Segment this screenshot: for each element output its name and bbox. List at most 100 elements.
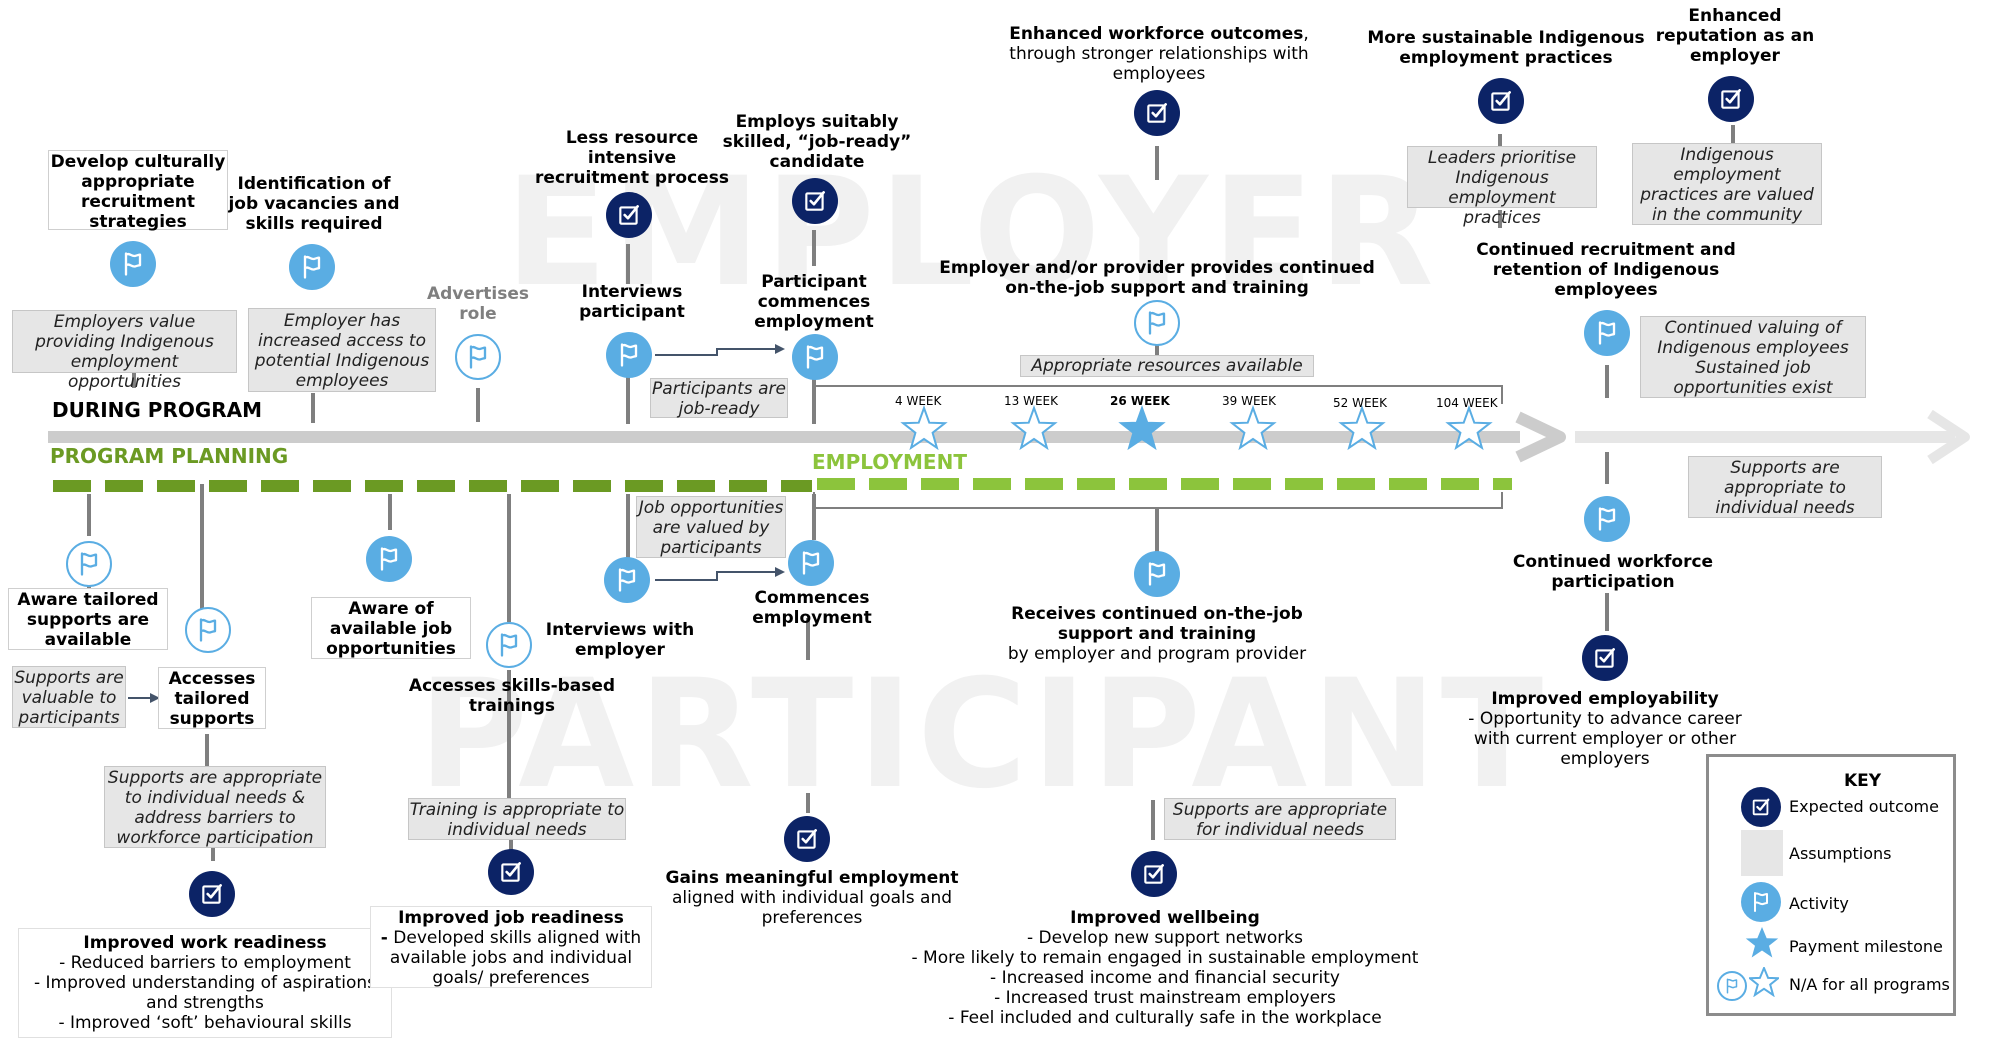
assumption-supports-valuable: Supports are valuable to participants	[12, 666, 126, 728]
assumption-supports-address: Supports are appropriate to individual n…	[104, 766, 326, 848]
week-label: 26 WEEK	[1110, 394, 1170, 408]
wellbeing-title: Improved wellbeing	[1070, 908, 1260, 928]
activity-flag-icon	[1584, 496, 1630, 542]
commences-label: Commences employment	[752, 588, 872, 628]
key-payment-milestone: Payment milestone	[1789, 937, 1943, 956]
receives-support-rest: by employer and program provider	[1007, 644, 1307, 664]
week-label: 4 WEEK	[895, 394, 942, 408]
key-na-star-icon	[1749, 967, 1779, 997]
less-resource-label: Less resource intensive recruitment proc…	[535, 128, 729, 188]
na-flag-icon	[455, 334, 501, 380]
work-readiness-item: - Reduced barriers to employment	[59, 953, 351, 973]
work-readiness-title: Improved work readiness	[83, 933, 327, 953]
meaningful-text: aligned with individual goals and prefer…	[671, 888, 953, 928]
continued-support-label: Employer and/or provider provides contin…	[939, 258, 1375, 298]
payment-milestone-star-icon	[1118, 405, 1166, 451]
wellbeing-item: - Increased trust mainstream employers	[994, 988, 1336, 1008]
interviews-employer-label: Interviews with employer	[545, 620, 695, 660]
assumption-opportunities-valued: Job opportunities are valued by particip…	[636, 496, 786, 558]
employs-skilled-label: Employs suitably skilled, “job-ready” ca…	[722, 112, 912, 172]
assumption-leaders-prioritise: Leaders prioritise Indigenous employment…	[1407, 146, 1597, 228]
enhanced-outcomes-rest: , through stronger relationships with em…	[1009, 24, 1309, 84]
outcome-check-icon	[606, 192, 652, 238]
assumption-resources-available: Appropriate resources available	[1020, 355, 1314, 377]
key-activity: Activity	[1789, 894, 1849, 913]
na-flag-icon	[1717, 971, 1747, 1001]
employability-label: Improved employability - Opportunity to …	[1464, 689, 1746, 769]
during-program-label: DURING PROGRAM	[52, 398, 263, 422]
activity-flag-icon	[604, 557, 650, 603]
na-star-icon	[1010, 405, 1058, 451]
week-label: 52 WEEK	[1333, 396, 1387, 410]
assumption-employers-value: Employers value providing Indigenous emp…	[12, 310, 237, 392]
week-label: 13 WEEK	[1004, 394, 1058, 408]
outcome-check-icon	[488, 849, 534, 895]
enhanced-reputation-label: Enhanced reputation as an employer	[1655, 6, 1815, 66]
outcome-check-icon	[1134, 90, 1180, 136]
aware-tailored-label: Aware tailored supports are available	[8, 588, 168, 650]
wellbeing-item: - Increased income and financial securit…	[990, 968, 1340, 988]
assumption-training-appropriate: Training is appropriate to individual ne…	[408, 798, 626, 840]
outcome-check-icon	[1478, 78, 1524, 124]
wellbeing-item: - Feel included and culturally safe in t…	[948, 1008, 1382, 1028]
na-star-icon	[1229, 405, 1277, 451]
activity-flag-icon	[1134, 551, 1180, 597]
assumption-practices-valued: Indigenous employment practices are valu…	[1632, 143, 1822, 225]
outcome-check-icon	[792, 178, 838, 224]
wellbeing-label: Improved wellbeing - Develop new support…	[910, 908, 1420, 1028]
meaningful-title: Gains meaningful employment	[665, 868, 959, 888]
work-readiness-item: - Improved understanding of aspirations …	[33, 973, 377, 1013]
participant-watermark: PARTICIPANT	[418, 648, 1548, 822]
week-label: 104 WEEK	[1436, 396, 1498, 410]
assumption-job-ready: Participants are job-ready	[650, 378, 788, 419]
assumption-supports-appropriate-right: Supports are appropriate to individual n…	[1688, 456, 1882, 518]
receives-support-bold: Receives continued on-the-job support an…	[1011, 604, 1303, 644]
activity-flag-icon	[1584, 310, 1630, 356]
sustainable-practices-label: More sustainable Indigenous employment p…	[1367, 28, 1645, 68]
key-na: N/A for all programs	[1789, 975, 1950, 994]
employment-label: EMPLOYMENT	[812, 450, 967, 474]
na-flag-icon	[185, 607, 231, 653]
outcome-check-icon	[1708, 76, 1754, 122]
wellbeing-item: - More likely to remain engaged in susta…	[911, 948, 1419, 968]
na-star-icon	[1445, 405, 1493, 451]
accesses-tailored-label: Accesses tailored supports	[158, 667, 266, 729]
continued-recruitment-label: Continued recruitment and retention of I…	[1476, 240, 1736, 300]
job-readiness-body: Developed skills aligned with available …	[389, 928, 642, 988]
na-flag-icon	[1134, 300, 1180, 346]
key-assumption-swatch	[1741, 830, 1783, 876]
receives-support-label: Receives continued on-the-job support an…	[1000, 604, 1314, 664]
work-readiness-box: Improved work readiness - Reduced barrie…	[18, 928, 392, 1038]
participant-commences-label: Participant commences employment	[754, 272, 874, 332]
advertises-role-label: Advertises role	[426, 284, 530, 324]
key-assumptions: Assumptions	[1789, 844, 1892, 863]
wellbeing-item: - Develop new support networks	[1026, 928, 1304, 948]
identify-vacancies-label: Identification of job vacancies and skil…	[228, 174, 400, 234]
employer-watermark: EMPLOYER	[505, 146, 1438, 320]
job-readiness-dash: -	[380, 928, 388, 948]
job-readiness-title: Improved job readiness	[398, 908, 624, 928]
activity-flag-icon	[792, 334, 838, 380]
employability-title: Improved employability	[1491, 689, 1719, 709]
continued-participation-label: Continued workforce participation	[1512, 552, 1714, 592]
activity-flag-icon	[606, 332, 652, 378]
job-readiness-text: - Developed skills aligned with availabl…	[371, 928, 651, 988]
program-planning-label: PROGRAM PLANNING	[50, 444, 289, 468]
meaningful-employment-label: Gains meaningful employment aligned with…	[664, 868, 960, 928]
enhanced-outcomes-label: Enhanced workforce outcomes, through str…	[1004, 24, 1314, 84]
activity-flag-icon	[788, 540, 834, 586]
accesses-trainings-label: Accesses skills-based trainings	[408, 676, 616, 716]
key-expected-outcome: Expected outcome	[1789, 797, 1939, 816]
na-flag-icon	[66, 541, 112, 587]
key-star-icon	[1745, 927, 1779, 958]
employability-text: - Opportunity to advance career with cur…	[1468, 709, 1742, 769]
assumption-increased-access: Employer has increased access to potenti…	[248, 308, 436, 392]
na-star-icon	[900, 405, 948, 451]
outcome-check-icon	[1741, 787, 1781, 827]
week-label: 39 WEEK	[1222, 394, 1276, 408]
key-legend: KEY Expected outcome Assumptions Activit…	[1706, 754, 1956, 1016]
enhanced-outcomes-bold: Enhanced workforce outcomes	[1009, 24, 1304, 44]
assumption-supports-individual: Supports are appropriate for individual …	[1164, 798, 1396, 840]
aware-jobs-label: Aware of available job opportunities	[311, 597, 471, 659]
